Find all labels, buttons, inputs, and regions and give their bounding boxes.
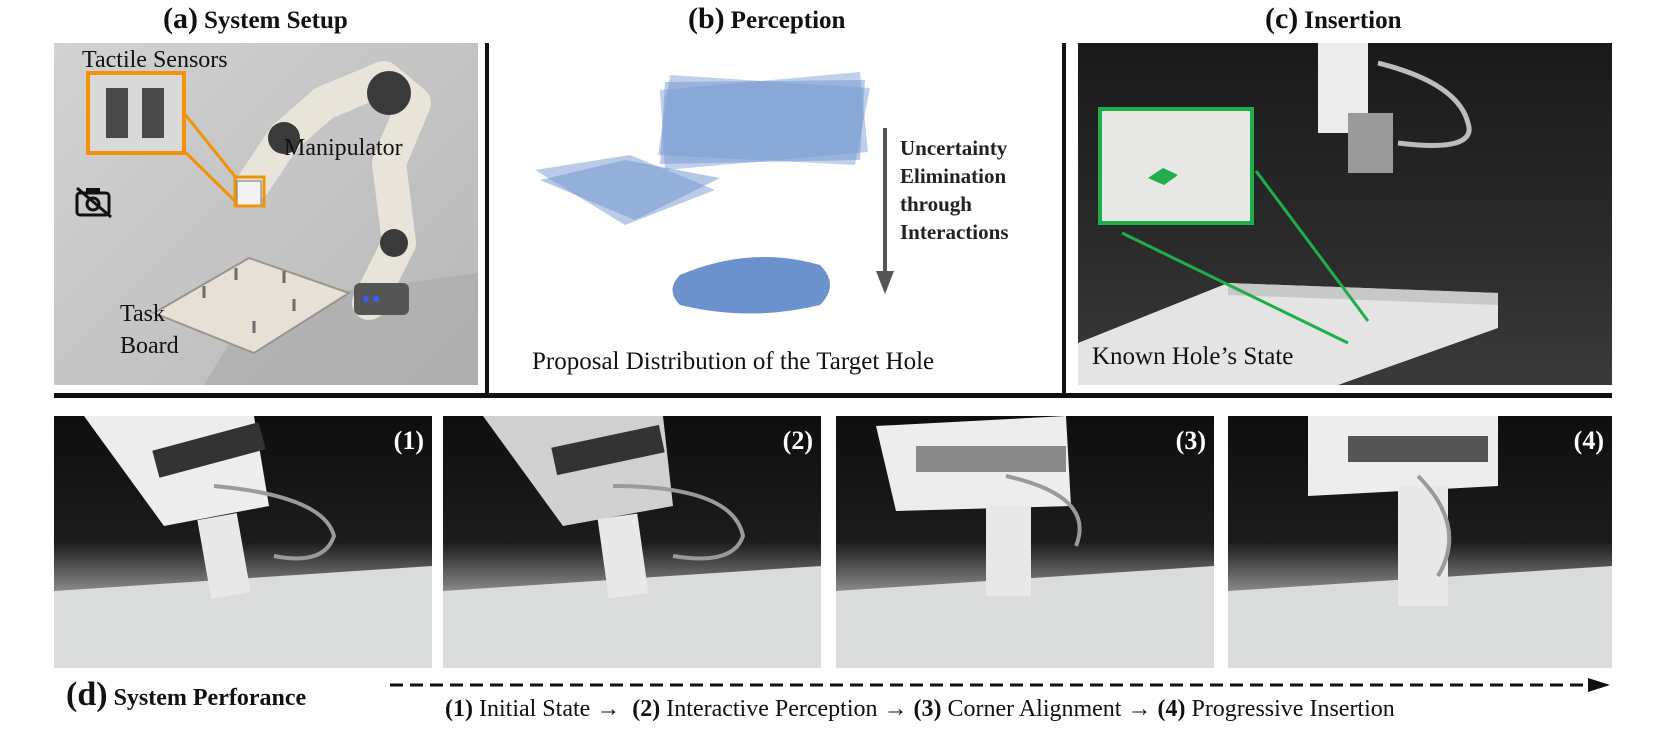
performance-frame-4: (4) — [1228, 416, 1612, 668]
frame-2-number: (2) — [782, 426, 813, 455]
system-setup-photo: Tactile Sensors Manipulator Task Board — [54, 43, 478, 385]
proposal-distribution-figure — [535, 72, 870, 314]
arrow-label-line-2: Elimination — [900, 164, 1007, 188]
panel-d-name: System Perforance — [113, 685, 307, 711]
performance-frame-1: (1) — [54, 416, 432, 668]
arrow-label-line-1: Uncertainty — [900, 136, 1008, 160]
step-1-text: Initial State — [478, 696, 591, 722]
panel-b-letter: (b) — [688, 2, 725, 35]
uncertainty-elimination-label: Uncertainty Elimination through Interact… — [900, 134, 1009, 246]
panel-d-letter: (d) — [66, 676, 108, 713]
frame-2-illustration — [443, 416, 821, 668]
step-3-text: Corner Alignment — [947, 696, 1122, 722]
hole-distribution-medium — [535, 155, 720, 225]
step-1-number: (1) — [445, 696, 473, 722]
hole-zoom-box — [1098, 107, 1254, 225]
step-2-arrow: → — [883, 696, 908, 722]
panel-c-name: Insertion — [1304, 7, 1402, 34]
panel-c-title: (c)Insertion — [1265, 2, 1402, 36]
performance-frame-2: (2) — [443, 416, 821, 668]
divider-b-c — [1062, 43, 1066, 393]
system-setup-illustration — [86, 61, 478, 385]
timeline-arrow — [390, 678, 1610, 692]
step-1: (1) Initial State → — [445, 696, 620, 722]
panel-d-title: (d)System Perforance — [66, 676, 306, 714]
camera-off-icon — [75, 186, 112, 219]
frame-3-number: (3) — [1175, 426, 1206, 455]
panel-a-title: (a)System Setup — [163, 2, 348, 36]
hole-marker — [1148, 168, 1178, 185]
insertion-photo: Known Hole’s State — [1078, 43, 1612, 385]
panel-a-name: System Setup — [203, 7, 348, 34]
step-3: (3) Corner Alignment → — [914, 696, 1152, 722]
panel-b-title: (b)Perception — [688, 2, 845, 36]
hole-distribution-large — [658, 72, 870, 170]
panel-b-name: Perception — [730, 7, 846, 34]
frame-1-illustration — [54, 416, 432, 668]
hole-distribution-small — [672, 257, 830, 314]
task-label: Task — [120, 301, 165, 327]
step-4-number: (4) — [1157, 696, 1186, 722]
step-3-arrow: → — [1127, 696, 1152, 722]
manipulator-label: Manipulator — [284, 135, 403, 161]
performance-frame-3: (3) — [836, 416, 1214, 668]
frame-1-number: (1) — [393, 426, 424, 455]
frame-4-illustration — [1228, 416, 1612, 668]
step-4: (4) Progressive Insertion — [1157, 696, 1394, 722]
step-4-text: Progressive Insertion — [1191, 696, 1395, 722]
step-1-arrow: → — [596, 696, 621, 722]
frame-4-number: (4) — [1573, 426, 1604, 455]
panel-a-letter: (a) — [163, 2, 198, 35]
insertion-illustration — [1078, 43, 1498, 385]
arrow-label-line-4: Interactions — [900, 220, 1009, 244]
known-hole-state-label: Known Hole’s State — [1092, 343, 1294, 370]
task-board — [151, 256, 352, 355]
step-2-number: (2) — [632, 696, 661, 722]
panel-c-letter: (c) — [1265, 2, 1299, 35]
proposal-distribution-caption: Proposal Distribution of the Target Hole — [532, 348, 935, 375]
arrow-label-line-3: through — [900, 192, 972, 216]
uncertainty-arrow — [876, 128, 894, 294]
table-surface — [1078, 283, 1498, 385]
board-label: Board — [120, 333, 179, 359]
performance-steps-caption: (1) Initial State → (2) Interactive Perc… — [445, 696, 1395, 723]
divider-a-b — [485, 43, 489, 393]
tactile-sensors-label: Tactile Sensors — [82, 47, 228, 73]
step-2: (2) Interactive Perception → — [632, 696, 907, 722]
step-3-number: (3) — [913, 696, 942, 722]
tactile-sensor-zoom — [86, 71, 186, 155]
step-2-text: Interactive Perception — [666, 696, 878, 722]
divider-horizontal — [54, 393, 1612, 398]
frame-3-illustration — [836, 416, 1214, 668]
